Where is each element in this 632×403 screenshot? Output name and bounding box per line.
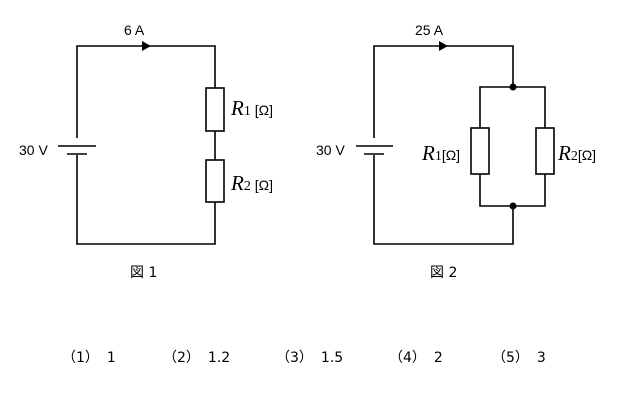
choice-2[interactable]: （2） 1.2 xyxy=(163,350,230,366)
choice-3-value: 1.5 xyxy=(321,350,343,366)
choice-2-value: 1.2 xyxy=(208,350,230,366)
fig1-r1-symbol: R xyxy=(230,96,244,120)
fig2-r1-unit: [Ω] xyxy=(442,147,460,163)
choice-4-value: 2 xyxy=(434,350,443,366)
choice-5-value: 3 xyxy=(537,350,546,366)
choice-3-number: （3） xyxy=(276,350,313,366)
fig2-caption: 図 2 xyxy=(430,265,457,281)
fig1-resistor-r2 xyxy=(205,159,225,203)
fig1-r2-label: R2 [Ω] xyxy=(230,171,273,195)
fig1-r2-symbol: R xyxy=(230,171,244,195)
fig2-wire-bottom xyxy=(373,155,514,245)
fig2-r1-label: R1[Ω] xyxy=(421,141,460,165)
fig2-wire-left-top xyxy=(373,45,514,138)
fig2-r1-symbol: R xyxy=(421,141,435,165)
choice-2-number: （2） xyxy=(163,350,200,366)
fig2-current-label: 25 A xyxy=(415,22,444,38)
choice-1-value: 1 xyxy=(107,350,116,366)
fig1-wire-left-top xyxy=(76,45,216,138)
fig2-voltage-label: 30 V xyxy=(316,142,345,158)
fig1-voltage-label: 30 V xyxy=(19,142,48,158)
fig1-r2-unit: [Ω] xyxy=(251,177,273,193)
fig2-r2-unit: [Ω] xyxy=(578,147,596,163)
choice-3[interactable]: （3） 1.5 xyxy=(276,350,343,366)
fig1-r2-subscript: 2 xyxy=(244,179,251,194)
figure-2: 25 A 30 V R1[Ω] R2[Ω] 図 2 xyxy=(316,22,596,281)
choice-5[interactable]: （5） 3 xyxy=(492,350,546,366)
fig2-junction-bottom xyxy=(509,202,517,210)
fig1-r1-label: R1 [Ω] xyxy=(230,96,273,120)
fig1-caption: 図 1 xyxy=(130,265,157,281)
fig1-r1-subscript: 1 xyxy=(244,104,251,119)
fig2-junction-top xyxy=(509,83,517,91)
fig2-branch-top xyxy=(479,86,546,128)
fig1-wire-bottom xyxy=(76,155,216,245)
choice-1-number: （1） xyxy=(62,350,99,366)
fig2-current-arrow-icon xyxy=(439,41,448,51)
fig2-branch-bottom xyxy=(479,174,546,207)
fig2-resistor-r1 xyxy=(470,127,490,175)
fig2-r1-subscript: 1 xyxy=(435,149,442,164)
fig1-resistor-r1 xyxy=(205,87,225,132)
choice-4[interactable]: （4） 2 xyxy=(389,350,443,366)
choice-4-number: （4） xyxy=(389,350,426,366)
fig2-r2-label: R2[Ω] xyxy=(557,141,596,165)
fig1-current-arrow-icon xyxy=(142,41,151,51)
fig1-current-label: 6 A xyxy=(124,22,145,38)
fig2-r2-symbol: R xyxy=(557,141,571,165)
answer-choices: （1） 1 （2） 1.2 （3） 1.5 （4） 2 （5） 3 xyxy=(62,350,546,366)
fig1-r1-unit: [Ω] xyxy=(251,102,273,118)
figure-1: 6 A 30 V R1 [Ω] R2 [Ω] 図 1 xyxy=(19,22,273,281)
choice-5-number: （5） xyxy=(492,350,529,366)
choice-1[interactable]: （1） 1 xyxy=(62,350,116,366)
fig2-r2-subscript: 2 xyxy=(571,149,578,164)
fig2-resistor-r2 xyxy=(535,127,555,175)
